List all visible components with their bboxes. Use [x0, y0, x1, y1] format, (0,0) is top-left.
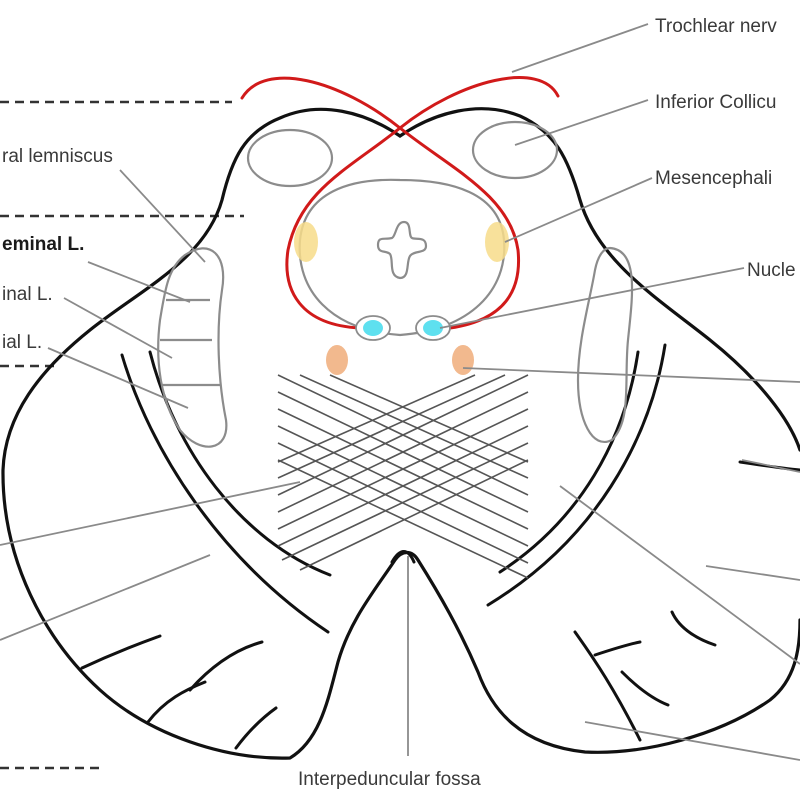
left-orange-nucleus: [326, 345, 348, 375]
nucleus-label: Nucle: [747, 260, 796, 281]
periaqueductal-gray: [298, 178, 506, 337]
right-leader-1: [741, 459, 800, 473]
left-lower-leader-1: [0, 481, 301, 546]
right-inferior-colliculus: [471, 120, 559, 180]
midbrain-outline-right-top: [398, 107, 800, 452]
trochlear-nerve-label: Trochlear nerv: [655, 16, 777, 37]
right-crus-stroke-4: [573, 630, 642, 742]
left-crus-stroke-2: [146, 680, 207, 724]
left-crus-stroke-3: [234, 706, 278, 750]
left-crus-stroke-4: [188, 640, 264, 692]
nucleus-leader: [439, 267, 745, 329]
trigeminal-leader: [87, 261, 191, 303]
right-leader-3: [705, 565, 800, 581]
right-crus-stroke-2: [670, 610, 717, 647]
interpeduncular-fossa-shape: [390, 550, 416, 564]
right-crus-stroke-5: [593, 640, 642, 657]
lateral-lemniscus-label: ral lemniscus: [2, 146, 113, 167]
cerebral-aqueduct: [376, 220, 428, 280]
spinal-leader: [63, 297, 173, 359]
right-trochlear-nucleus-fill: [423, 320, 443, 336]
midbrain-outline: [1, 107, 800, 760]
right-leader-2: [559, 485, 800, 665]
right-orange-nucleus: [452, 345, 474, 375]
inferior-colliculus-label: Inferior Collicu: [655, 92, 776, 113]
left-trochlear-nucleus-fill: [363, 320, 383, 336]
trochlear-nerve-left: [240, 76, 521, 330]
left-peduncle-line: [120, 353, 330, 634]
mesencephalic-leader: [504, 177, 653, 243]
interpeduncular-fossa-label: Interpeduncular fossa: [298, 769, 481, 790]
right-peduncle-inner: [498, 350, 640, 574]
spinal-lemniscus-label: inal L.: [2, 284, 53, 305]
trigeminal-lemniscus-label: eminal L.: [2, 234, 84, 255]
right-mesencephalic-nucleus: [485, 222, 509, 262]
trochlear-nerve-right: [285, 76, 560, 330]
right-peduncle-line: [486, 343, 667, 607]
medial-lemniscus-label: ial L.: [2, 332, 42, 353]
left-crus-stroke-1: [80, 634, 162, 670]
trochlear-nerve-leader: [511, 23, 649, 73]
orange-nucleus-leader: [462, 367, 800, 383]
right-lemniscus-band: [576, 246, 634, 443]
right-crus-stroke-3: [620, 670, 670, 707]
right-leader-4: [584, 721, 800, 761]
inferior-colliculus-leader: [514, 99, 649, 146]
left-lower-leader-2: [0, 554, 211, 641]
decussation-hatching: [277, 374, 529, 579]
left-lemniscus-band: [157, 247, 228, 448]
mesencephalic-label: Mesencephali: [655, 168, 772, 189]
left-inferior-colliculus: [246, 128, 334, 188]
left-mesencephalic-nucleus: [294, 222, 318, 262]
medial-leader: [47, 347, 189, 409]
lateral-lemniscus-leader: [119, 169, 206, 263]
